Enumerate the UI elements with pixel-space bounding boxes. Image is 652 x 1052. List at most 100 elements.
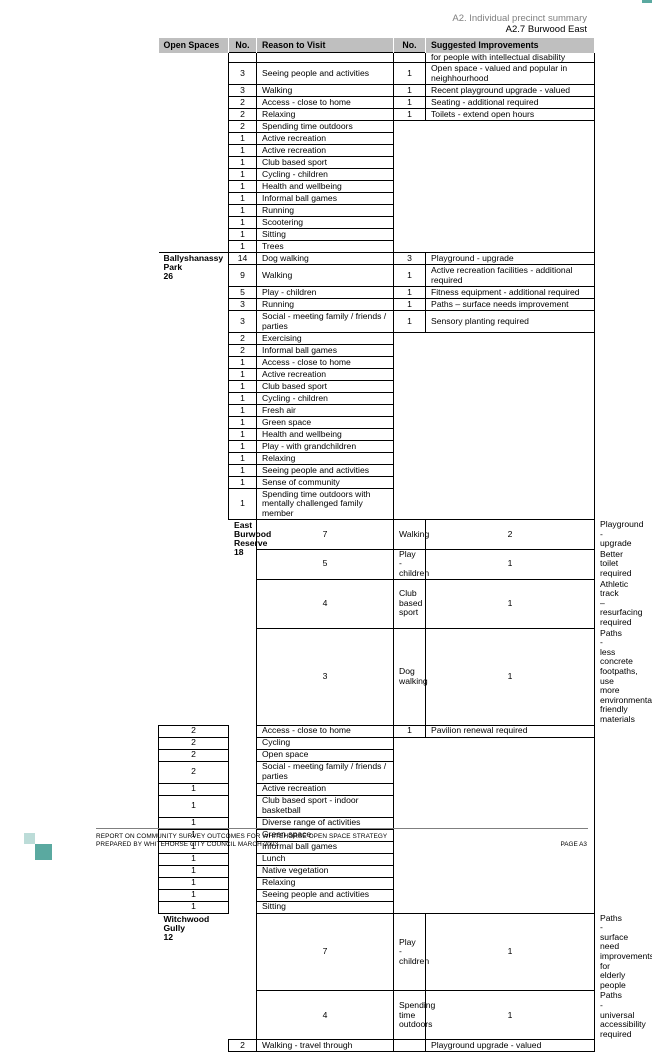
reason-text: Cycling - children: [256, 168, 394, 182]
improvement-empty: [393, 488, 595, 521]
improvement-empty: [393, 877, 595, 890]
reason-count: 1: [228, 144, 257, 158]
improvement-count: 1: [393, 62, 426, 86]
reason-count: 1: [228, 392, 257, 406]
improvement-count: [393, 1039, 426, 1052]
reason-text: Club based sport: [256, 380, 394, 394]
reason-text: [256, 51, 394, 64]
reason-text: Active recreation: [256, 144, 394, 158]
reason-count: 2: [158, 748, 229, 762]
improvement-empty: [393, 795, 595, 818]
improvement-empty: [393, 368, 595, 381]
reason-count: 14: [228, 252, 257, 266]
reason-text: Running: [256, 298, 394, 312]
improvement-empty: [393, 865, 595, 878]
improvement-text: Playground - upgrade: [425, 252, 595, 266]
improvement-empty: [393, 476, 595, 489]
reason-text: Play - children: [256, 286, 394, 300]
reason-text: Access - close to home: [256, 724, 394, 738]
improvement-empty: [393, 761, 595, 784]
improvement-empty: [393, 156, 595, 169]
improvement-text: Paths – surface needs improvement: [425, 298, 595, 312]
improvement-empty: [393, 344, 595, 357]
improvement-count: 1: [425, 912, 595, 992]
reason-text: Cycling: [256, 736, 394, 750]
reason-text: Sense of community: [256, 476, 394, 490]
improvement-text: Toilets - extend open hours: [425, 108, 595, 122]
improvement-empty: [393, 404, 595, 417]
reason-count: 3: [228, 62, 257, 86]
improvement-count: 1: [393, 84, 426, 98]
improvement-count: 1: [393, 96, 426, 110]
improvement-empty: [393, 416, 595, 429]
footer-square-dark: [35, 844, 52, 860]
reason-count: 1: [228, 240, 257, 254]
reason-count: 2: [228, 108, 257, 122]
open-space-count: 18: [234, 547, 244, 558]
reason-count: 1: [228, 380, 257, 394]
improvement-empty: [393, 204, 595, 217]
improvement-empty: [393, 132, 595, 145]
table-header-row: Open Spaces No. Reason to Visit No. Sugg…: [158, 38, 595, 53]
reason-text: Lunch: [256, 852, 394, 866]
reason-count: 1: [158, 876, 229, 890]
improvement-text: Fitness equipment - additional required: [425, 286, 595, 300]
improvement-empty: [393, 240, 595, 254]
reason-count: 1: [228, 416, 257, 430]
open-space-name: [159, 53, 229, 253]
open-space-count: 12: [163, 931, 174, 942]
reason-text: Access - close to home: [256, 356, 394, 370]
reason-text: Green space: [256, 416, 394, 430]
reason-count: 1: [158, 864, 229, 878]
reason-count: 2: [228, 1039, 257, 1052]
improvement-empty: [393, 440, 595, 453]
reason-text: Dog walking: [256, 252, 394, 266]
reason-count: 2: [228, 96, 257, 110]
reason-text: Active recreation: [256, 368, 394, 382]
improvement-count: 1: [393, 724, 426, 738]
reason-count: 1: [228, 356, 257, 370]
improvement-empty: [393, 737, 595, 750]
reason-count: 2: [228, 332, 257, 346]
improvement-empty: [393, 332, 595, 345]
table-row: for people with intellectual disability: [159, 51, 595, 64]
improvement-empty: [393, 168, 595, 181]
reason-text: Club based sport: [256, 156, 394, 170]
reason-count: 7: [256, 519, 394, 550]
reason-text: Seeing people and activities: [256, 464, 394, 478]
reason-count: 4: [256, 990, 394, 1041]
reason-count: 1: [228, 216, 257, 230]
subsection-header: A2.7 Burwood East: [505, 24, 587, 35]
reason-text: Walking: [256, 84, 394, 98]
reason-text: Trees: [256, 240, 394, 254]
improvement-empty: [393, 428, 595, 441]
reason-text: Walking - travel through: [256, 1039, 394, 1052]
improvement-empty: [393, 783, 595, 796]
reason-text: Spending time outdoors: [393, 990, 435, 1041]
improvement-text: Active recreation facilities - additiona…: [425, 264, 595, 288]
reason-text: Play - with grandchildren: [256, 440, 394, 454]
corner-accent: [642, 0, 652, 3]
reason-count: 1: [158, 900, 229, 914]
reason-text: Seeing people and activities: [256, 62, 394, 86]
improvement-count: 1: [425, 578, 595, 629]
reason-text: Play - children: [393, 912, 429, 992]
